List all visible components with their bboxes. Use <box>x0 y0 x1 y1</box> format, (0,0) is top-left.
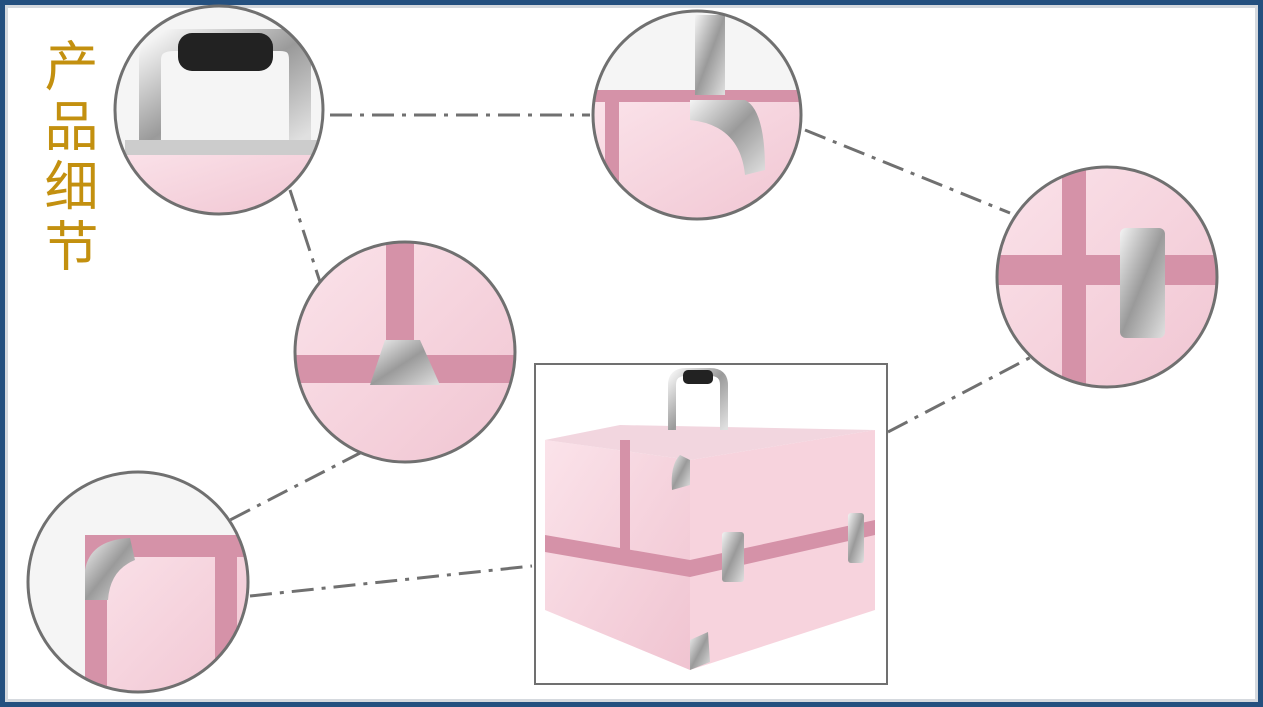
detail-circle <box>26 470 250 694</box>
detail-handle <box>115 6 323 214</box>
detail-circle <box>113 4 325 216</box>
detail-circle <box>591 9 803 221</box>
connector-line <box>804 128 1011 215</box>
page-title: 产品细节 <box>35 38 98 278</box>
detail-side-latch <box>997 167 1217 387</box>
detail-hinge <box>295 242 515 462</box>
connector-line <box>249 564 533 598</box>
detail-top-corner <box>593 11 801 219</box>
connector-lines <box>229 113 1036 598</box>
connector-line <box>887 353 1036 434</box>
detail-circle <box>995 165 1219 389</box>
connector-line <box>288 189 322 283</box>
connector-line <box>229 450 363 522</box>
detail-circle <box>293 240 517 464</box>
inner-frame <box>5 5 1258 702</box>
main-product-photo <box>534 363 888 685</box>
